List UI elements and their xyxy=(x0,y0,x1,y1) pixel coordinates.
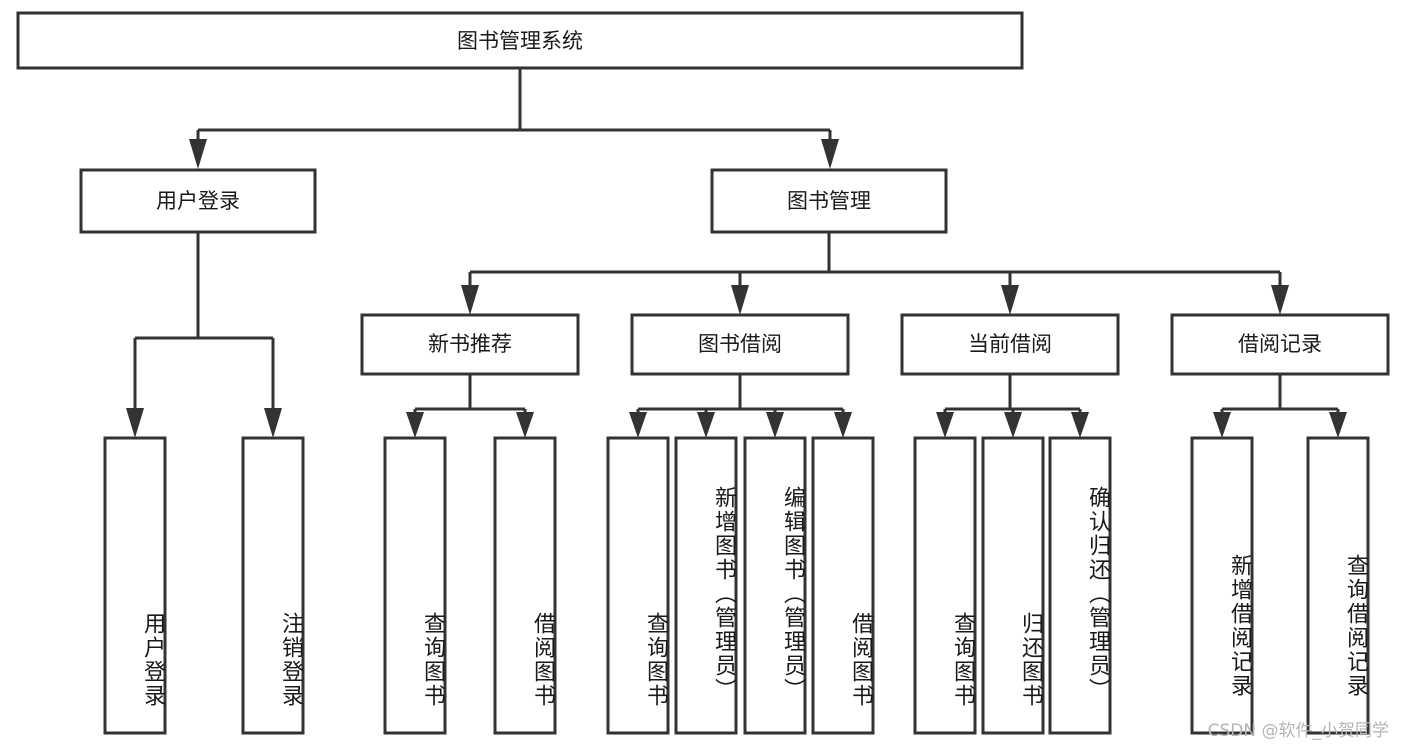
new-book-recommend-box-label: 新书推荐 xyxy=(428,332,512,356)
leaf-box-record-query[interactable] xyxy=(1306,436,1370,735)
arrow-head-icon xyxy=(629,412,647,438)
node-new-book-recommend[interactable]: 新书推荐 xyxy=(360,313,580,376)
arrow-head-icon xyxy=(821,139,839,169)
leaf-box-recommend-query-book[interactable] xyxy=(383,436,447,735)
user-login-box-label: 用户登录 xyxy=(156,189,240,213)
connector-new-book-recommend-to-leaves xyxy=(406,374,534,438)
arrow-head-icon xyxy=(1213,412,1231,438)
borrow-record-box-label: 借阅记录 xyxy=(1238,332,1322,356)
book-management-box-label: 图书管理 xyxy=(787,189,871,213)
new-book-recommend-box-rect[interactable] xyxy=(360,313,580,376)
connector-root-to-level2 xyxy=(189,68,839,169)
connector-book-borrow-to-leaves xyxy=(629,374,852,438)
arrow-head-icon xyxy=(461,285,479,315)
arrow-head-icon xyxy=(731,285,749,315)
watermark-text: CSDN @软件_小贺同学 xyxy=(1207,721,1389,741)
user-login-box-rect[interactable] xyxy=(79,168,317,234)
arrow-head-icon xyxy=(516,412,534,438)
node-borrow-record[interactable]: 借阅记录 xyxy=(1170,313,1390,376)
leaf-box-borrow-borrow-book[interactable] xyxy=(811,436,875,735)
node-book-borrow[interactable]: 图书借阅 xyxy=(630,313,850,376)
arrow-head-icon xyxy=(1004,412,1022,438)
leaf-box-record-add[interactable] xyxy=(1190,436,1254,735)
connector-book-management-to-level3 xyxy=(461,232,1289,315)
root-box-rect[interactable] xyxy=(16,11,1024,70)
node-root[interactable]: 图书管理系统 xyxy=(16,11,1024,70)
arrow-head-icon xyxy=(766,412,784,438)
leaf-box-borrow-edit-book[interactable] xyxy=(743,436,807,735)
arrow-head-icon xyxy=(1001,285,1019,315)
arrow-head-icon xyxy=(1071,412,1089,438)
leaf-box-current-return-book[interactable] xyxy=(981,436,1045,735)
arrow-head-icon xyxy=(1329,412,1347,438)
leaf-box-current-query-book[interactable] xyxy=(913,436,977,735)
node-user-login[interactable]: 用户登录 xyxy=(79,168,317,234)
arrow-head-icon xyxy=(406,412,424,438)
leaf-box-current-confirm-return[interactable] xyxy=(1048,436,1112,735)
connector-borrow-record-to-leaves xyxy=(1213,374,1347,438)
arrow-head-icon xyxy=(936,412,954,438)
node-book-management[interactable]: 图书管理 xyxy=(710,168,948,234)
current-borrow-box-label: 当前借阅 xyxy=(968,332,1052,356)
node-current-borrow[interactable]: 当前借阅 xyxy=(900,313,1120,376)
current-borrow-box-rect[interactable] xyxy=(900,313,1120,376)
connector-user-login-to-leaves xyxy=(126,232,282,438)
arrow-head-icon xyxy=(697,412,715,438)
leaf-box-user-login[interactable] xyxy=(103,436,167,735)
leaf-box-borrow-add-book[interactable] xyxy=(674,436,738,735)
leaf-box-logout[interactable] xyxy=(241,436,305,735)
arrow-head-icon xyxy=(189,139,207,169)
arrow-head-icon xyxy=(1271,285,1289,315)
arrow-head-icon xyxy=(126,408,144,438)
connector-current-borrow-to-leaves xyxy=(936,374,1089,438)
root-box-label: 图书管理系统 xyxy=(457,29,583,53)
arrow-head-icon xyxy=(264,408,282,438)
arrow-head-icon xyxy=(834,412,852,438)
book-borrow-box-label: 图书借阅 xyxy=(698,332,782,356)
leaf-box-borrow-query-book[interactable] xyxy=(606,436,670,735)
leaf-box-recommend-borrow-book[interactable] xyxy=(493,436,557,735)
